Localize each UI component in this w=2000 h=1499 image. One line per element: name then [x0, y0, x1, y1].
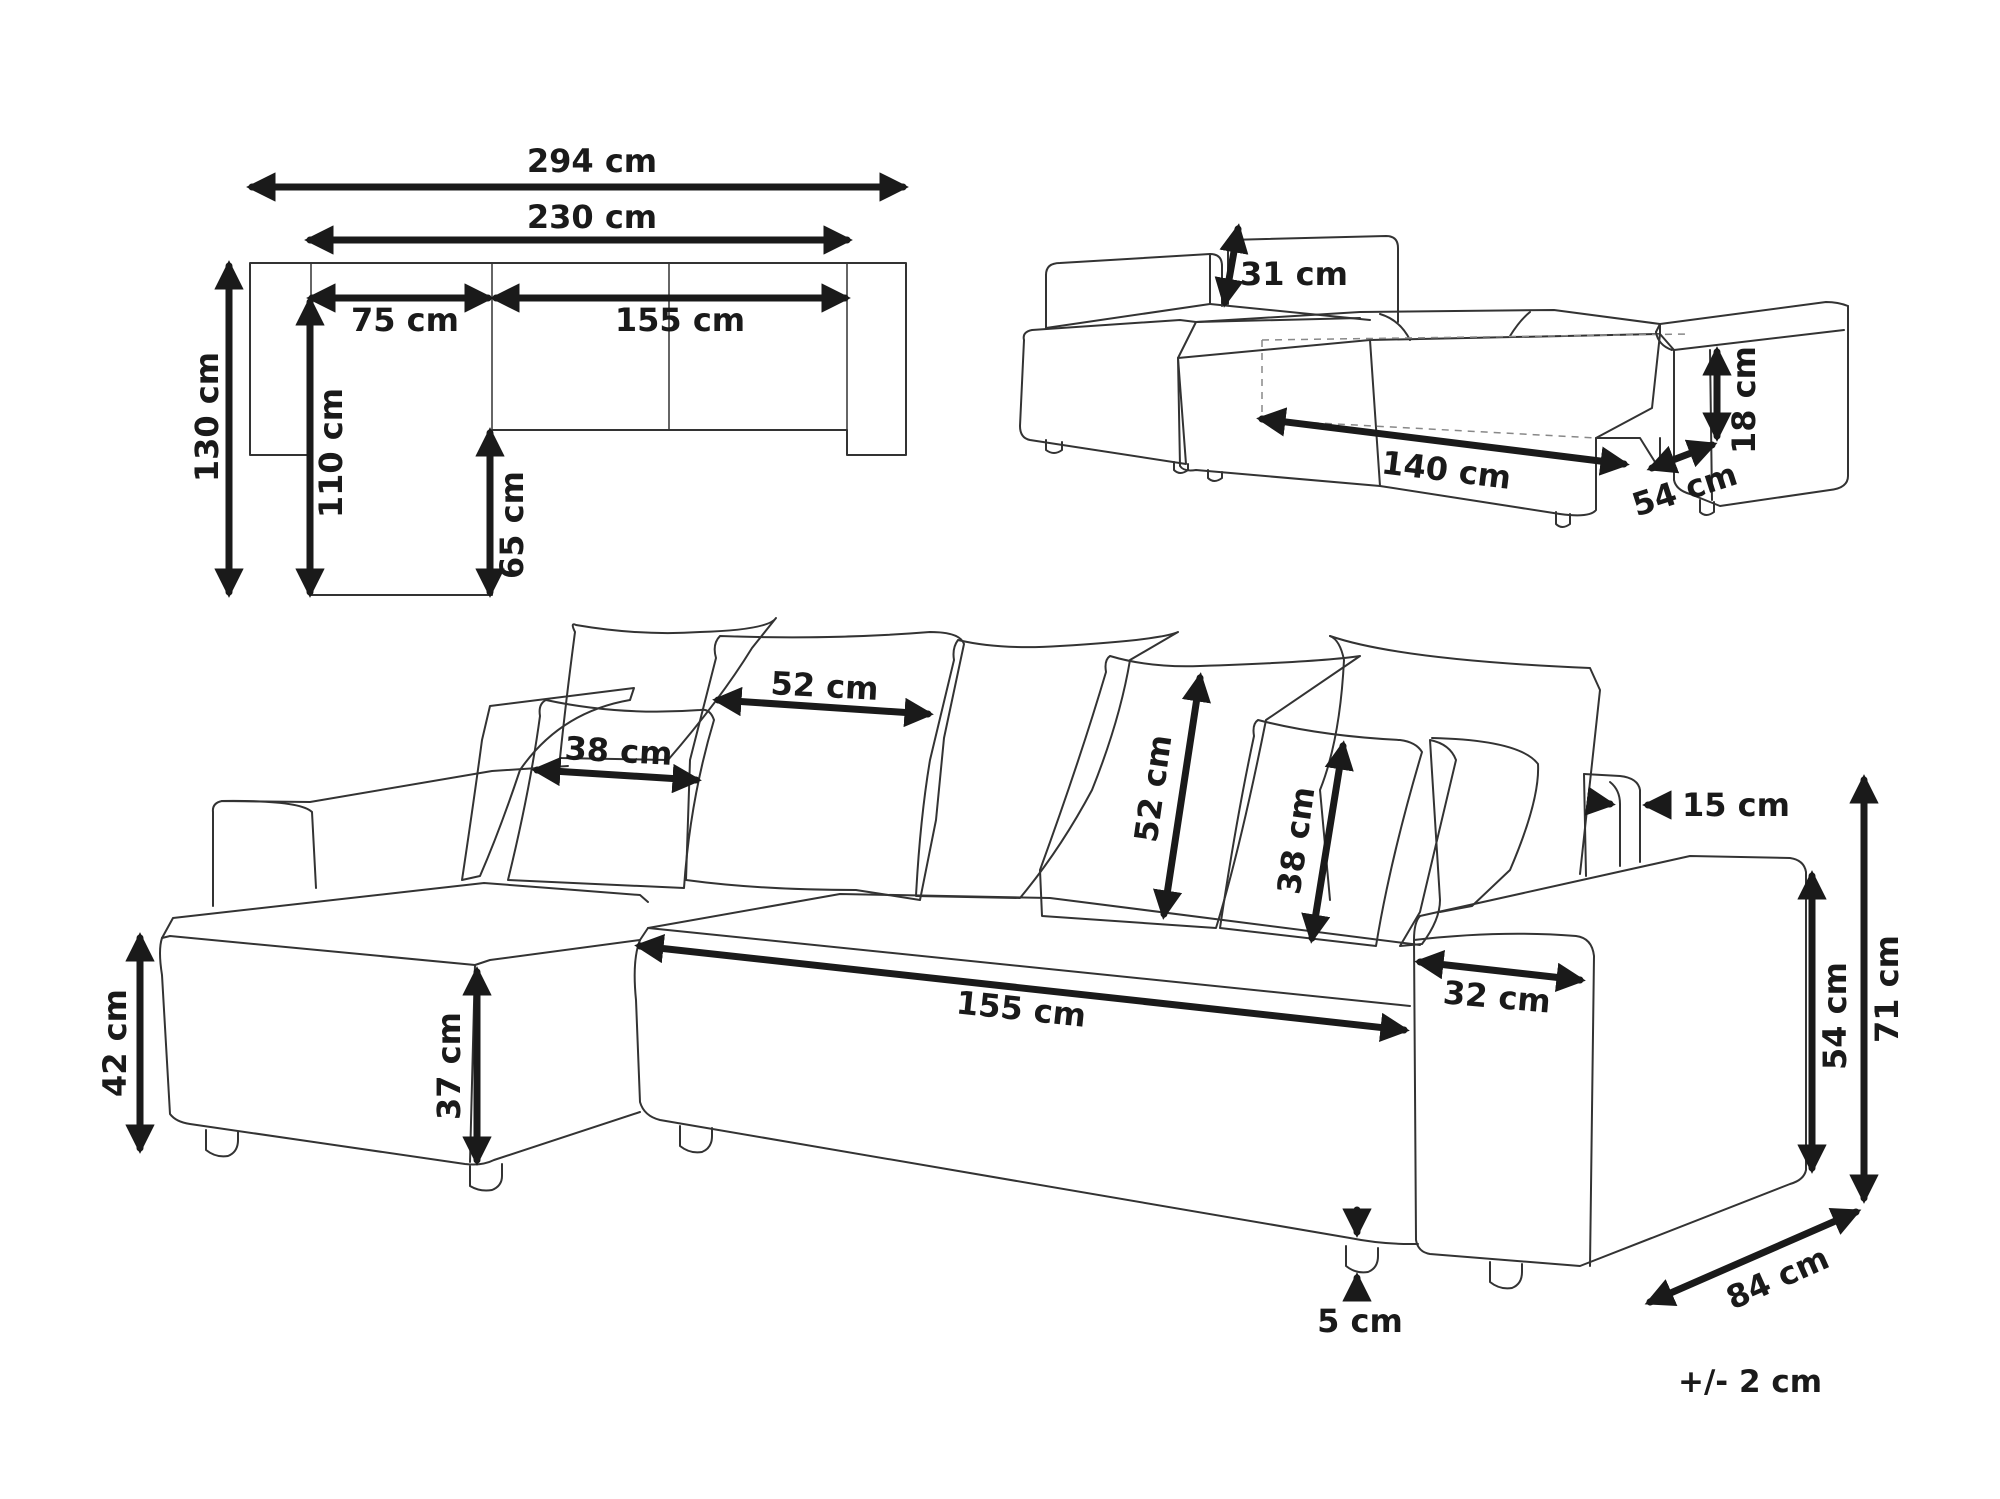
- front-view-dimensions: [125, 672, 1879, 1307]
- dim-38-w: [531, 756, 702, 794]
- label-230: 230 cm: [527, 198, 657, 236]
- sofa-bed-dimensions: [1214, 223, 1732, 476]
- label-54-front: 54 cm: [1816, 962, 1854, 1070]
- dim-54-bed: [1646, 439, 1718, 474]
- dim-31: [1214, 223, 1249, 308]
- dim-38-h: [1301, 740, 1354, 944]
- label-65: 65 cm: [493, 471, 531, 579]
- dim-155-front: [634, 933, 1410, 1043]
- label-5: 5 cm: [1317, 1302, 1403, 1340]
- label-155-top: 155 cm: [615, 301, 745, 339]
- dim-52-w: [712, 686, 934, 728]
- label-31: 31 cm: [1240, 255, 1348, 293]
- label-52-h: 52 cm: [1127, 732, 1180, 844]
- label-110: 110 cm: [312, 388, 350, 518]
- label-15: 15 cm: [1682, 786, 1790, 824]
- label-38-w: 38 cm: [564, 729, 674, 773]
- label-130: 130 cm: [188, 352, 226, 482]
- label-42: 42 cm: [96, 989, 134, 1097]
- label-38-h: 38 cm: [1270, 784, 1323, 896]
- sofa-front-view: [159, 617, 1807, 1290]
- label-71: 71 cm: [1868, 935, 1906, 1043]
- label-84: 84 cm: [1720, 1239, 1834, 1318]
- dim-52-h: [1153, 672, 1211, 920]
- label-18: 18 cm: [1725, 346, 1763, 454]
- label-294: 294 cm: [527, 142, 657, 180]
- top-view-dimensions: [214, 172, 909, 598]
- tolerance-note: +/- 2 cm: [1678, 1364, 1822, 1400]
- label-52-w: 52 cm: [770, 664, 880, 708]
- dim-15: [1584, 786, 1616, 816]
- label-37: 37 cm: [430, 1012, 468, 1120]
- sofa-bed-view: [1019, 235, 1849, 528]
- label-32: 32 cm: [1442, 973, 1553, 1020]
- dim-140: [1256, 407, 1630, 476]
- dim-32: [1414, 950, 1586, 992]
- dim-84: [1644, 1207, 1862, 1307]
- label-54-bed: 54 cm: [1627, 455, 1741, 525]
- label-75: 75 cm: [351, 301, 459, 339]
